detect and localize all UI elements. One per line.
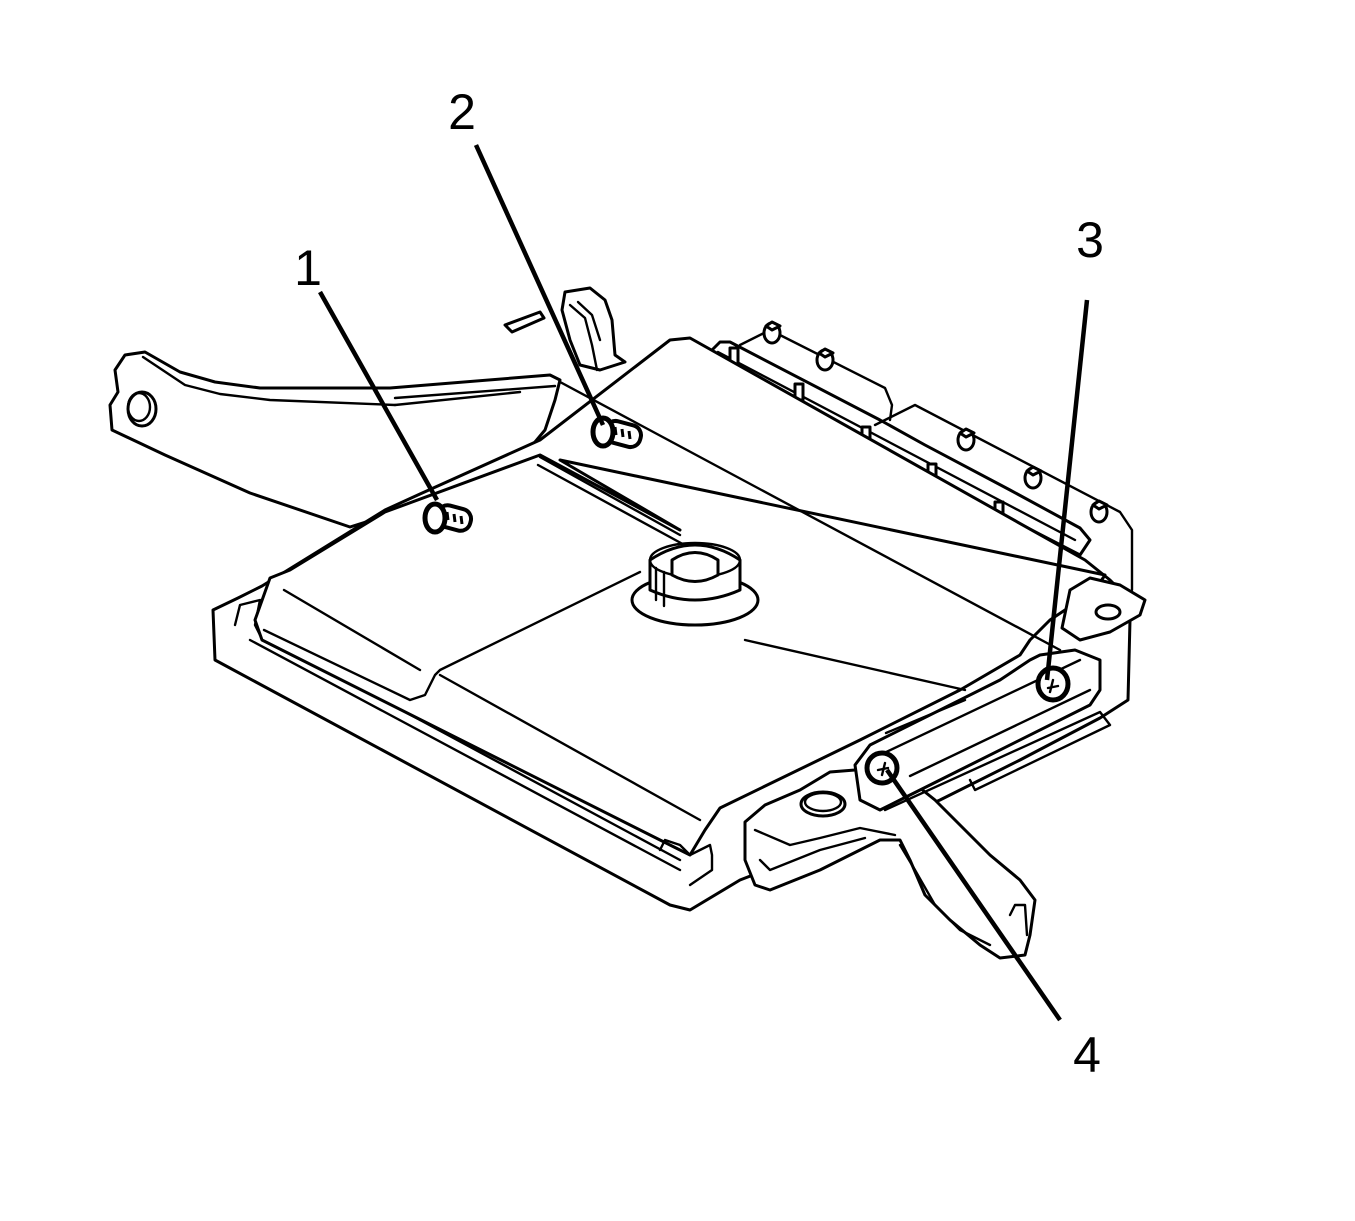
callout-3: 3 [1076, 212, 1104, 268]
bolt-top [590, 415, 643, 450]
mount-hole-right [1035, 665, 1071, 703]
callout-4: 4 [1073, 1027, 1101, 1083]
right-ear-hole [1094, 603, 1122, 621]
connector-pins [762, 320, 1109, 524]
bolt-left [422, 501, 474, 535]
leader-line-3 [1044, 299, 1090, 681]
leader-line-2 [473, 144, 606, 426]
callout-2: 2 [448, 84, 476, 140]
callout-1: 1 [294, 240, 322, 296]
leader-line-1 [318, 290, 439, 502]
leader-line-4 [885, 768, 1062, 1022]
leader-lines [318, 144, 1090, 1022]
center-boss [630, 541, 760, 627]
right-mounting-ear [1060, 576, 1147, 642]
rear-bracket-tab [503, 286, 627, 372]
